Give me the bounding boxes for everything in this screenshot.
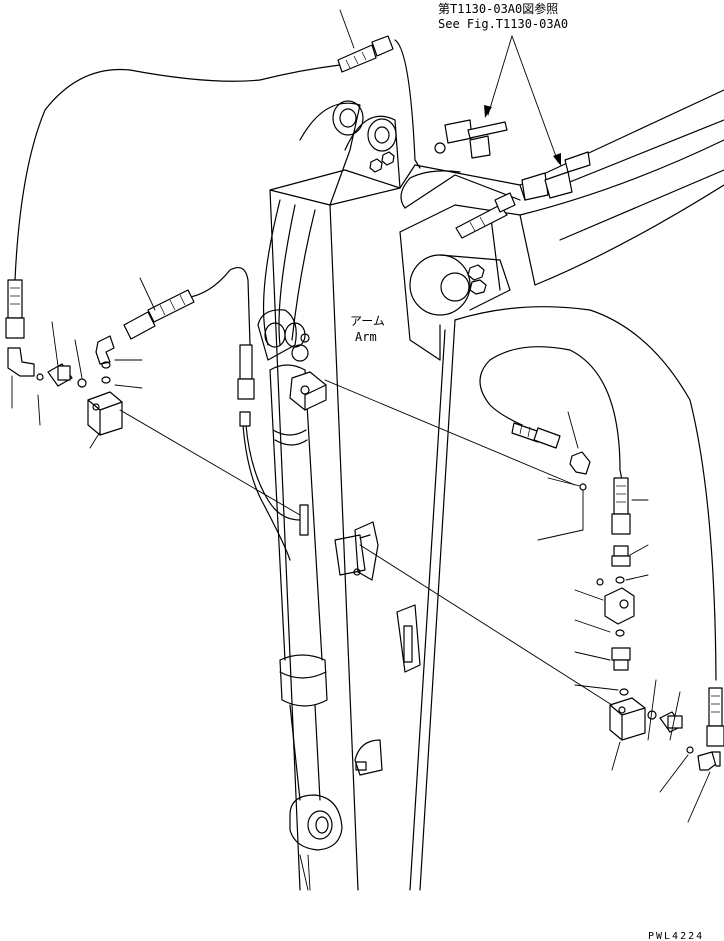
o-ring-right-3 bbox=[615, 629, 625, 637]
arm-body bbox=[262, 100, 536, 891]
hose-end-cylinder bbox=[237, 344, 255, 427]
hose-end-top bbox=[337, 35, 394, 73]
hose-end-mid bbox=[123, 289, 195, 340]
hose-end-left bbox=[5, 279, 25, 339]
block-right bbox=[609, 697, 646, 741]
o-ring-mid-1 bbox=[101, 361, 111, 369]
washer-left bbox=[77, 378, 87, 388]
o-ring-right-4 bbox=[619, 688, 629, 696]
adapter-1 bbox=[611, 545, 631, 567]
tee-block bbox=[596, 578, 635, 625]
bolt-right bbox=[659, 711, 683, 733]
elbow-far-right bbox=[697, 751, 721, 771]
o-ring-right-1 bbox=[579, 483, 587, 491]
hose-clamp-brackets bbox=[289, 371, 366, 576]
o-ring-mid-2 bbox=[101, 376, 111, 384]
reference-label-jp: 第T1130-03A0図参照 bbox=[438, 1, 558, 16]
hose-end-right-vertical bbox=[611, 477, 631, 535]
hose-end-right-diagonal bbox=[511, 422, 561, 449]
elbow-mid bbox=[95, 335, 115, 365]
reference-fitting-2 bbox=[521, 151, 591, 201]
o-ring-right-5 bbox=[686, 746, 694, 754]
o-ring-left-1 bbox=[36, 373, 44, 381]
hose-end-far-right bbox=[706, 687, 724, 747]
hose-end-arm bbox=[455, 192, 516, 239]
reference-fitting-1 bbox=[434, 119, 508, 159]
block-left bbox=[87, 391, 123, 436]
adapter-2 bbox=[611, 647, 631, 671]
arm-label-jp: アーム bbox=[350, 314, 385, 328]
figure-code: PWL4224 bbox=[648, 931, 704, 941]
hoses bbox=[14, 39, 717, 681]
connector-lines bbox=[119, 379, 613, 706]
fittings bbox=[5, 35, 724, 771]
bucket-cylinder bbox=[257, 309, 343, 891]
o-ring-right-2 bbox=[615, 576, 625, 584]
reference-label-en: See Fig.T1130-03A0 bbox=[438, 17, 568, 31]
arm-label-en: Arm bbox=[355, 330, 377, 344]
bolt-left bbox=[47, 363, 73, 387]
elbow-left bbox=[7, 347, 35, 409]
elbow-right bbox=[569, 451, 591, 475]
reference-arrows bbox=[484, 35, 561, 166]
